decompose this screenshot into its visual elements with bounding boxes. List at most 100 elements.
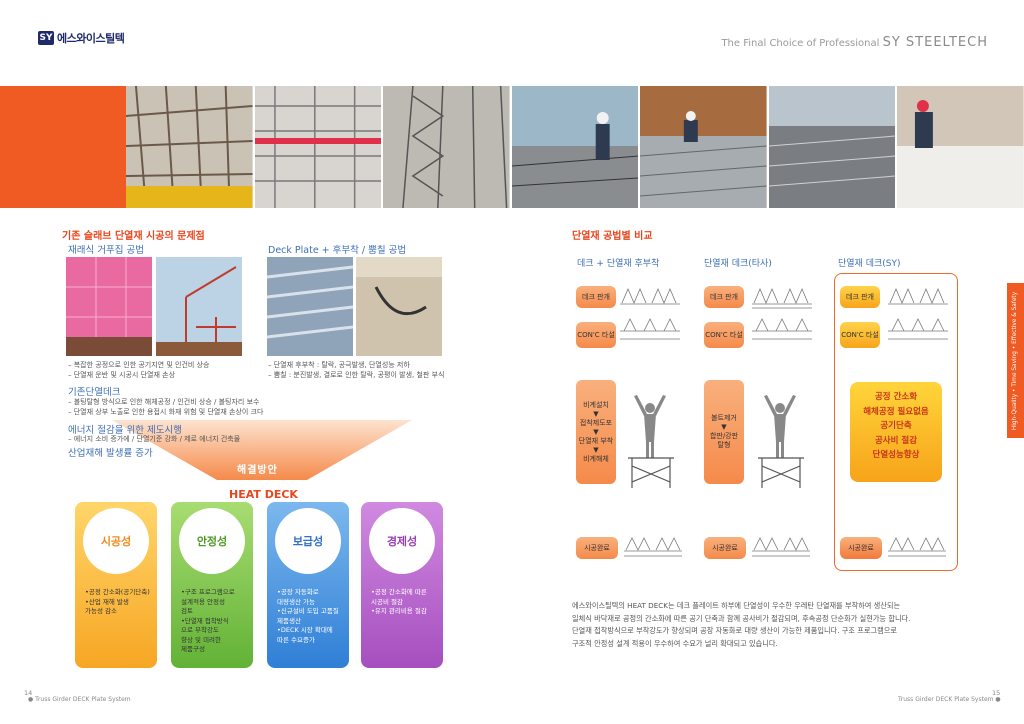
card-title: 보급성 — [275, 508, 341, 574]
existing-notes: – 볼팅탈형 방식으로 인한 해체공정 / 인건비 상승 / 볼팅자리 보수 –… — [68, 397, 263, 417]
step-conc-3: CON'C 타설 — [840, 322, 880, 348]
step-arrow: ▼ — [593, 409, 599, 418]
card-list: •공정 간소화(공기단축) •산업 재해 발생 가능성 감소 — [85, 588, 153, 617]
photo-rebar-2 — [254, 86, 382, 208]
step-text: 합판/강판 — [709, 432, 739, 440]
step-text: 단열재 부착 — [578, 436, 614, 445]
sy-column-frame — [834, 273, 958, 571]
card-item: 가능성 감소 — [85, 607, 117, 615]
card-supply: 보급성 •공장 자동화로 대량생산 가능 •신규설비 도입 고품질 제품생산 •… — [267, 502, 349, 668]
method2-notes: – 단열재 후부착 : 탈락, 공극발생, 단열성능 저하 – 뿜칠 : 분진발… — [268, 360, 444, 380]
logo-text: 에스와이스틸텍 — [57, 32, 125, 45]
step-text: 볼트제거 — [711, 414, 737, 422]
side-tab-label: High-Quality • Time Saving • Effective &… — [1007, 283, 1024, 438]
method2-note: – 단열재 후부착 : 탈락, 공극발생, 단열성능 저하 — [268, 361, 410, 369]
existing-deck-head: 기존단열데크 — [68, 387, 121, 398]
step-text: 비계해체 — [583, 454, 609, 463]
worker-scaffold-icon-2 — [758, 395, 804, 488]
card-item: 제품생산 — [277, 616, 301, 625]
step-done-1: 시공완료 — [576, 537, 618, 559]
safety-head: 산업재해 발생률 증가 — [68, 448, 153, 459]
company-logo: SY 에스와이스틸텍 — [38, 30, 125, 46]
description-line: 구조적 안정성 설계 적용이 우수하여 수요가 널리 확대되고 있습니다. — [572, 638, 778, 648]
card-item: •유지 관리비용 절감 — [371, 607, 427, 615]
step-arrow: ▼ — [593, 445, 599, 454]
photo-strip — [126, 86, 1024, 208]
description-line: 일체식 바닥재로 공정의 간소화에 따른 공기 단축과 함께 공사비가 절감되며… — [572, 613, 911, 623]
product-description: 에스와이스틸텍의 HEAT DECK는 데크 플레이트 하부에 단열성이 우수한… — [572, 600, 968, 650]
column-head-1: 데크 + 단열재 후부착 — [577, 259, 660, 269]
truss-icon-3 — [888, 287, 948, 340]
footer-left-text: Truss Girder DECK Plate System — [35, 696, 131, 703]
card-item: •공장 자동화로 — [277, 588, 319, 596]
truss-icon-2 — [752, 287, 812, 340]
step-conc-2: CON'C 타설 — [704, 322, 744, 348]
card-item: •구조 프로그램으로 — [181, 588, 235, 596]
photo-deck-surface — [768, 86, 896, 208]
step-deck-3: 데크 판개 — [840, 286, 880, 308]
photo-crane — [156, 257, 242, 356]
tagline: The Final Choice of Professional SY STEE… — [721, 35, 988, 50]
card-item: •산업 재해 발생 — [85, 597, 129, 606]
sy-benefit: 해체공정 필요없음 — [863, 406, 929, 417]
card-item: 향상 및 미려한 — [181, 635, 222, 644]
side-tab-text: High-Quality • Time Saving • Effective &… — [1012, 291, 1019, 430]
sy-benefit: 공사비 절감 — [874, 435, 918, 446]
worker-scaffold-icon-1 — [628, 395, 674, 488]
steps-col1: 비계설치 ▼ 접착제도포 ▼ 단열재 부착 ▼ 비계해체 — [576, 380, 616, 484]
card-item: 따른 수요증가 — [277, 635, 315, 644]
photo-worker-1 — [511, 86, 639, 208]
sy-benefit: 단열성능향상 — [872, 450, 920, 460]
photo-truss-deck — [383, 86, 510, 208]
truss-done-icon-2 — [752, 537, 810, 557]
card-title: 안정성 — [179, 508, 245, 574]
card-item: 검토 — [181, 607, 193, 615]
photo-spray-insulation — [356, 257, 442, 356]
step-arrow: ▼ — [721, 423, 727, 431]
card-list: •구조 프로그램으로 설계적용 안정성 검토 •단열재 접착방식 으로 부착강도… — [181, 588, 249, 655]
card-item: 대량생산 가능 — [277, 597, 315, 606]
truss-done-icon-1 — [624, 537, 682, 557]
column-head-3: 단열재 데크(SY) — [838, 259, 901, 269]
column-head-2: 단열재 데크(타사) — [704, 259, 772, 269]
footer-right: Truss Girder DECK Plate System ● — [898, 696, 1001, 703]
existing-note: – 단열재 상부 노출로 인한 용접시 화재 위험 및 단열재 손상이 크다 — [68, 408, 264, 416]
card-item: •단열재 접착방식 — [181, 616, 229, 625]
card-item: •공정 간소화에 따른 — [371, 588, 427, 596]
truss-icon-1 — [620, 287, 680, 340]
step-deck-2: 데크 판개 — [704, 286, 744, 308]
sy-benefits: 공정 간소화 해체공정 필요없음 공기단축 공사비 절감 단열성능향상 — [850, 382, 942, 482]
method2-title: Deck Plate + 후부착 / 뿜칠 공법 — [268, 245, 407, 256]
comparison-title: 단열재 공법별 비교 — [572, 231, 653, 242]
card-item: 으로 부착강도 — [181, 626, 219, 634]
card-list: •공장 자동화로 대량생산 가능 •신규설비 도입 고품질 제품생산 •DECK… — [277, 588, 345, 645]
step-done-2: 시공완료 — [704, 537, 746, 559]
existing-note: – 볼팅탈형 방식으로 인한 해체공정 / 인건비 상승 / 볼팅자리 보수 — [68, 398, 260, 406]
card-constructability: 시공성 •공정 간소화(공기단축) •산업 재해 발생 가능성 감소 — [75, 502, 157, 668]
method1-note: – 단열재 운반 및 시공시 단열재 손상 — [68, 371, 176, 379]
accent-block — [0, 86, 126, 208]
card-item: 제품구성 — [181, 645, 205, 653]
solution-arrow — [112, 420, 412, 480]
card-title: 경제성 — [369, 508, 435, 574]
description-line: 에스와이스틸텍의 HEAT DECK는 데크 플레이트 하부에 단열성이 우수한… — [572, 601, 901, 610]
footer-right-text: Truss Girder DECK Plate System — [898, 696, 994, 703]
solution-label: 해결방안 — [237, 465, 278, 476]
step-deck-1: 데크 판개 — [576, 286, 616, 308]
energy-note: – 에너지 소비 증가에 / 단열기준 강화 / 제로 에너지 건축물 — [68, 435, 241, 443]
method1-notes: – 복잡한 공정으로 인한 공기지연 및 인건비 상승 – 단열재 운반 및 시… — [68, 360, 209, 380]
photo-pink-insulation — [66, 257, 152, 356]
step-text: 비계설치 — [583, 400, 609, 409]
tagline-text: The Final Choice of Professional — [721, 38, 880, 49]
step-text: 접착제도포 — [579, 418, 613, 427]
sy-benefit: 공기단축 — [880, 421, 912, 431]
photo-worker-2 — [640, 86, 767, 208]
brand-name: SY STEELTECH — [882, 35, 988, 50]
step-conc-1: CON'C 타설 — [576, 322, 616, 348]
truss-done-icon-3 — [888, 537, 946, 557]
step-text: 탈형 — [717, 441, 731, 449]
logo-mark: SY — [38, 31, 54, 45]
sy-benefit: 공정 간소화 — [874, 392, 918, 402]
card-item: •DECK 시장 확대에 — [277, 626, 333, 634]
page-number-right: 15 — [992, 689, 1001, 697]
